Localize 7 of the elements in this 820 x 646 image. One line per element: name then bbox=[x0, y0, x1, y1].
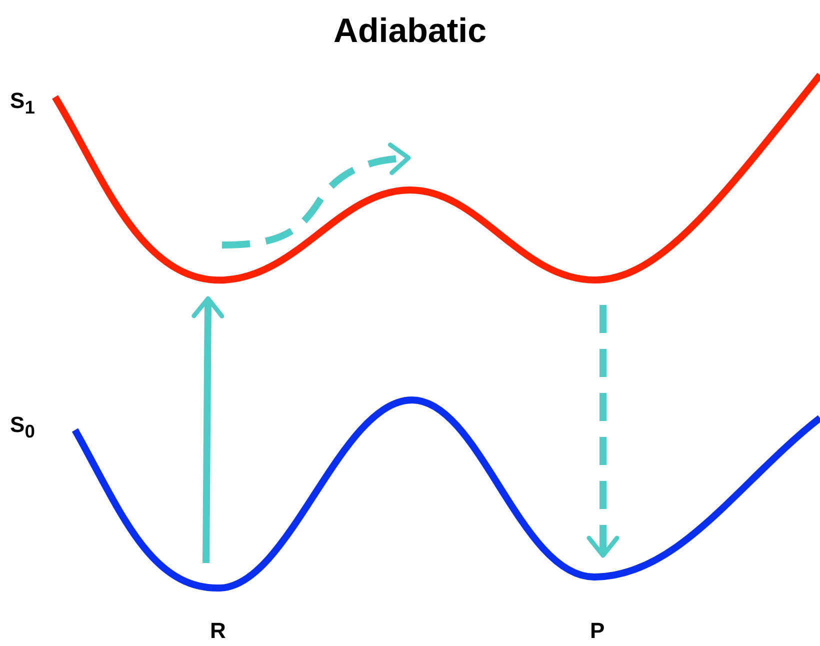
point-label: P bbox=[590, 618, 605, 644]
point-label: R bbox=[210, 618, 226, 644]
state-label: S$_{0}$ bbox=[10, 412, 35, 442]
arrow bbox=[192, 296, 224, 564]
diagram-title: Adiabatic bbox=[333, 12, 487, 50]
arrow bbox=[586, 305, 620, 558]
state-label: S$_{1}$ bbox=[10, 88, 35, 118]
